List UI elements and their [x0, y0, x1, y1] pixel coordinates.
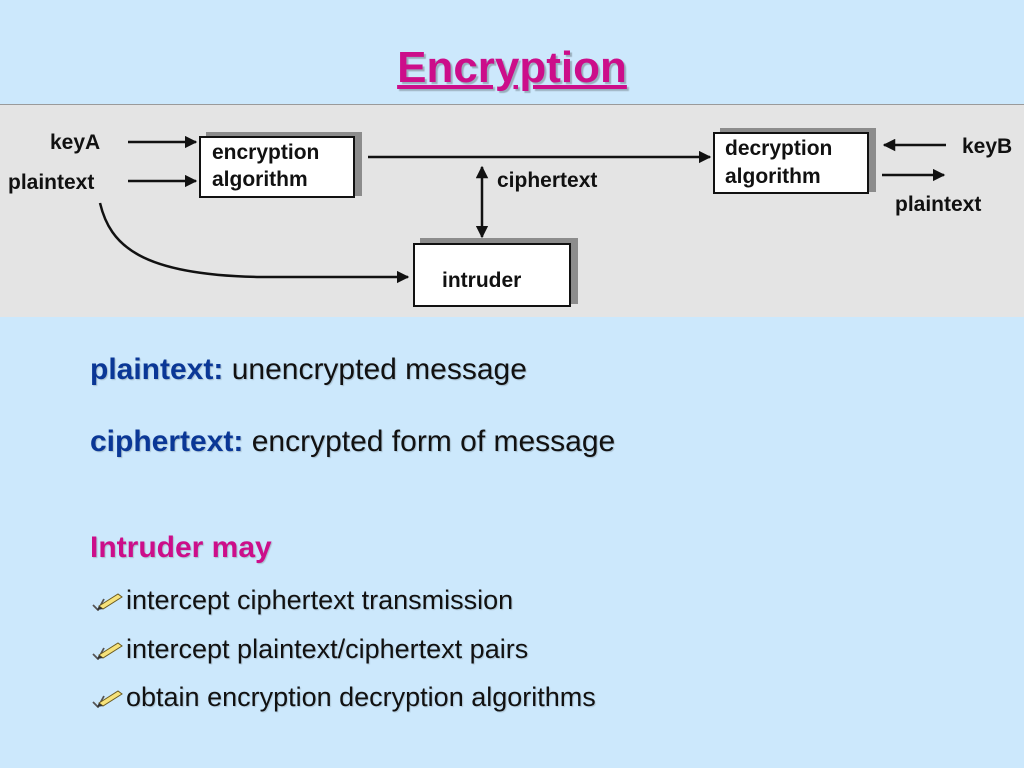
keyB-label: keyB [962, 135, 1012, 158]
definition-ciphertext: ciphertext: encrypted form of message [90, 422, 615, 462]
plaintext-output-label: plaintext [895, 193, 981, 216]
pencil-check-icon [92, 593, 123, 611]
ciphertext-label: ciphertext [497, 169, 597, 192]
intruder-box: intruder [413, 238, 578, 307]
definition-plaintext: plaintext: unencrypted message [90, 350, 527, 390]
bullet-text: intercept ciphertext transmission [126, 585, 514, 615]
intruder-heading: Intruder may [90, 531, 272, 564]
bullet-text: obtain encryption decryption algorithms [126, 682, 596, 712]
definition-term: plaintext: [90, 353, 224, 386]
pencil-check-icon [92, 690, 123, 708]
slide-title: Encryption [397, 43, 627, 92]
definition-description: unencrypted message [231, 353, 527, 386]
decryption-algorithm-box: decryption algorithm [713, 128, 876, 194]
bullet-item: intercept plaintext/ciphertext pairs [90, 631, 528, 667]
definition-term: ciphertext: [90, 425, 244, 458]
decryption-box-line2: algorithm [725, 165, 821, 188]
bullet-text: intercept plaintext/ciphertext pairs [126, 634, 529, 664]
plaintext-to-intruder-arrow [98, 202, 410, 284]
intruder-box-label: intruder [442, 269, 521, 292]
encryption-box-line1: encryption [212, 141, 319, 164]
encryption-diagram: encryption algorithm decryption algorith… [0, 104, 1024, 317]
bullet-item: obtain encryption decryption algorithms [90, 679, 596, 715]
diagram-canvas: encryption algorithm decryption algorith… [8, 128, 1012, 307]
encryption-algorithm-box: encryption algorithm [199, 132, 362, 198]
bullet-item: intercept ciphertext transmission [90, 582, 513, 618]
definition-description: encrypted form of message [251, 425, 616, 458]
encryption-box-line2: algorithm [212, 168, 308, 191]
pencil-check-icon [92, 642, 123, 660]
plaintext-input-label: plaintext [8, 171, 94, 194]
keyA-label: keyA [50, 131, 100, 154]
decryption-box-line1: decryption [725, 137, 832, 160]
